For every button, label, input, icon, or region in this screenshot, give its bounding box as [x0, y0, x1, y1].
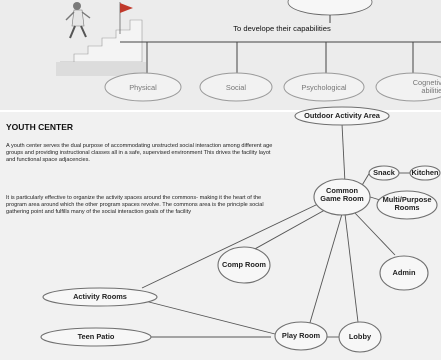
capability-psychological: Psychological	[301, 83, 347, 92]
label-teen-patio: Teen Patio	[77, 332, 115, 341]
youth-center-title: YOUTH CENTER	[6, 122, 74, 132]
bubble-connectors	[141, 123, 410, 338]
label-comp-room: Comp Room	[222, 260, 266, 269]
bubble-kitchen	[409, 165, 441, 181]
bubble-activity-rooms	[42, 287, 158, 307]
bubble-common-game-room	[313, 178, 371, 216]
bubble-multi-purpose-rooms	[376, 190, 438, 220]
label-play-room: Play Room	[281, 331, 321, 340]
capability-physical: Physical	[129, 83, 157, 92]
bubble-lobby	[338, 321, 382, 353]
label-lobby: Lobby	[348, 332, 372, 341]
label-activity-rooms: Activity Rooms	[73, 292, 127, 301]
label-common-game-room: Common Game Room	[314, 187, 370, 203]
label-multi-line-1: Multi/Purpose	[382, 195, 432, 204]
bubble-admin	[379, 255, 429, 291]
label-snack: Snack	[373, 168, 395, 177]
youth-center-paragraph-2: It is particularly effective to organize…	[6, 195, 264, 215]
label-common-line-2: Game Room	[320, 194, 364, 203]
bubble-comp-room	[217, 246, 271, 284]
hierarchy-lines	[120, 15, 441, 76]
capabilities-heading: To develope their capabilities	[233, 24, 331, 33]
bubble-outdoor-activity-area	[294, 106, 390, 126]
bottom-panel	[0, 112, 441, 360]
bubble-play-room	[274, 321, 328, 351]
label-kitchen: Kitchen	[411, 168, 439, 177]
bubble-teen-patio	[40, 327, 152, 347]
stairs-illustration	[56, 2, 146, 76]
top-bubble	[287, 0, 373, 16]
bubble-snack	[368, 165, 400, 181]
label-admin: Admin	[392, 268, 416, 277]
label-common-line-1: Common	[325, 186, 359, 195]
label-multi-purpose-rooms: Multi/Purpose Rooms	[377, 196, 437, 212]
youth-center-paragraph-1: A youth center serves the dual purpose o…	[6, 143, 273, 163]
label-outdoor-activity-area: Outdoor Activity Area	[304, 111, 380, 120]
person-figure-icon	[65, 2, 91, 39]
capability-bubbles	[104, 72, 441, 102]
capability-social: Social	[225, 83, 247, 92]
capability-cognetive: Cognetive abilities	[412, 78, 441, 95]
label-multi-line-2: Rooms	[394, 203, 420, 212]
